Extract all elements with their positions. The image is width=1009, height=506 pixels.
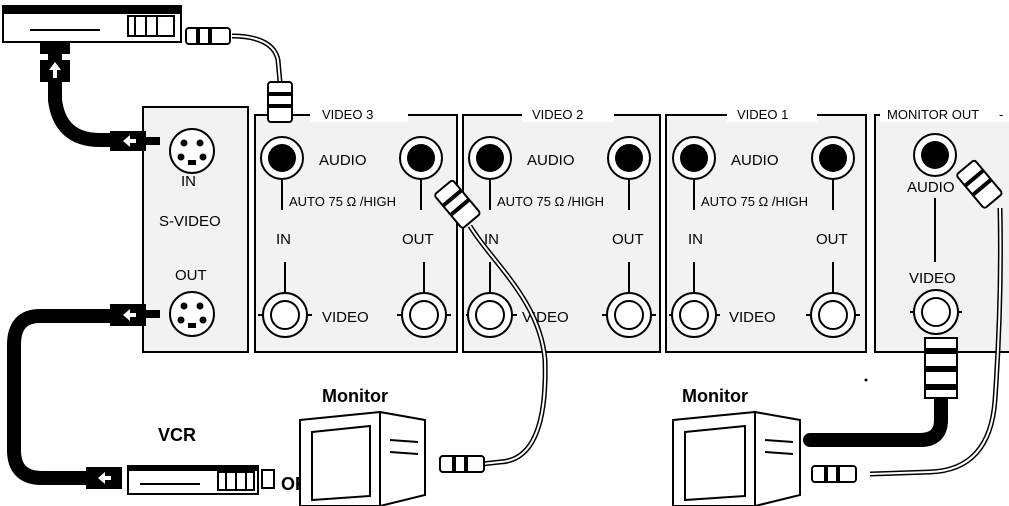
rca-plug-monitor-out-audio <box>956 159 1003 209</box>
monitor-out-video-cable <box>803 388 948 447</box>
video1-audio-in-jack <box>672 136 716 180</box>
svg-text:-: - <box>999 107 1003 122</box>
video3-video-in-jack <box>258 292 312 338</box>
s-video-out-plug <box>110 304 160 326</box>
video1-video-in-jack <box>669 292 720 338</box>
video2-audio-out-jack <box>607 136 651 180</box>
s-video-out-label: OUT <box>175 267 207 284</box>
video2-out-label: OUT <box>612 231 644 248</box>
video3-audio-label: AUDIO <box>319 152 367 169</box>
video3-video-label: VIDEO <box>322 309 369 326</box>
video1-audio-out-jack <box>811 136 855 180</box>
video2-title: VIDEO 2 <box>532 107 583 122</box>
s-video-in-plug <box>110 131 160 151</box>
s-video-in-jack <box>169 128 215 174</box>
monitor-out-audio-jack <box>913 133 957 177</box>
monitor2-icon <box>672 410 801 506</box>
rca-plug-video3-out <box>434 179 481 229</box>
s-video-out-jack <box>169 291 215 337</box>
monitor1-label: Monitor <box>322 386 388 406</box>
video3-out-label: OUT <box>402 231 434 248</box>
video1-video-label: VIDEO <box>729 309 776 326</box>
video1-termination-label: AUTO 75 Ω /HIGH <box>701 194 808 209</box>
video1-video-out-jack <box>806 292 860 338</box>
video1-in-label: IN <box>688 231 703 248</box>
video3-title: VIDEO 3 <box>322 107 373 122</box>
video3-audio-out-jack <box>399 136 443 180</box>
video1-title: VIDEO 1 <box>737 107 788 122</box>
monitor-out-video-jack <box>910 289 962 335</box>
monitor2-label: Monitor <box>682 386 748 406</box>
video1-audio-label: AUDIO <box>731 152 779 169</box>
rca-plug-video3-audio <box>267 81 293 123</box>
s-video-out-cable <box>7 309 125 485</box>
video2-termination-label: AUTO 75 Ω /HIGH <box>497 194 604 209</box>
video2-video-in-jack <box>466 292 517 338</box>
vcr-port-icon <box>261 469 275 489</box>
rca-plug-top <box>185 27 231 45</box>
video3-in-label: IN <box>276 231 291 248</box>
bnc-plug-monitor-out <box>924 337 958 399</box>
video2-video-out-jack <box>602 292 656 338</box>
monitor1-icon <box>299 410 426 506</box>
vcr-label: VCR <box>158 425 196 445</box>
video2-audio-label: AUDIO <box>527 152 575 169</box>
video2-in-label: IN <box>484 231 499 248</box>
video3-video-out-jack <box>397 292 451 338</box>
source-device-icon <box>2 5 182 54</box>
rca-plug-monitor2 <box>811 465 857 483</box>
vcr-icon <box>127 465 259 495</box>
monitor-out-audio-label: AUDIO <box>907 179 955 196</box>
video2-audio-in-jack <box>468 136 512 180</box>
video1-out-label: OUT <box>816 231 848 248</box>
video3-audio-in-jack <box>260 136 304 180</box>
vcr-plug <box>86 467 122 489</box>
s-video-in-cable <box>48 48 127 147</box>
monitor-out-video-label: VIDEO <box>909 270 956 287</box>
s-video-in-label: IN <box>181 173 196 190</box>
monitor-out-title: MONITOR OUT <box>887 107 979 122</box>
video3-termination-label: AUTO 75 Ω /HIGH <box>289 194 396 209</box>
rca-plug-monitor1 <box>439 455 485 473</box>
s-video-label: S-VIDEO <box>159 213 221 230</box>
